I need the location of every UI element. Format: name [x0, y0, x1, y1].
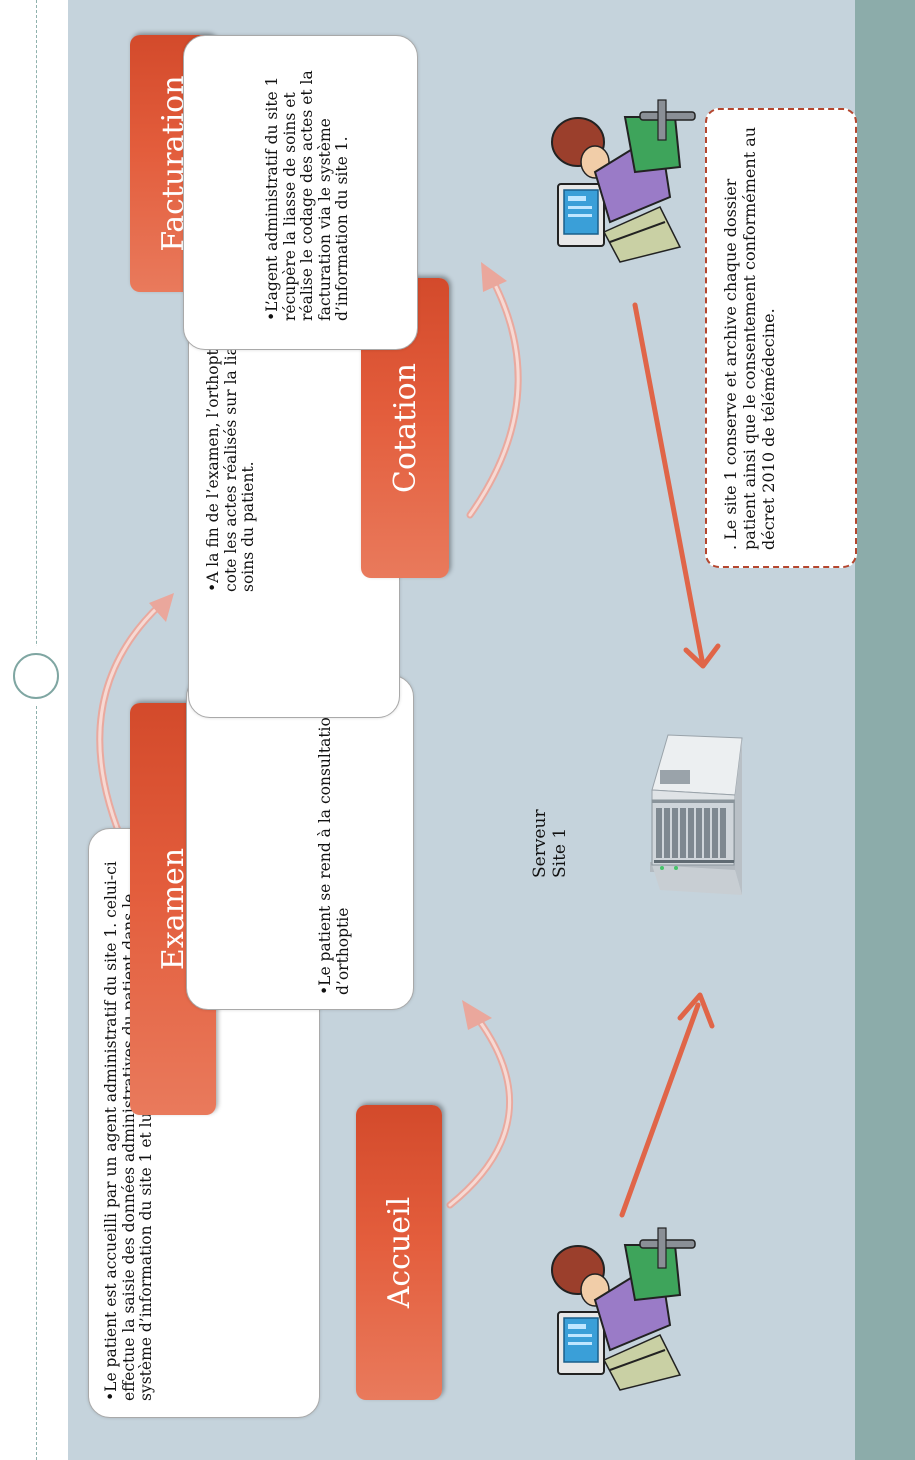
step-card-facturation: L’agent administratif du site 1 récupère… — [183, 35, 418, 350]
step-title-accueil: Accueil — [356, 1105, 442, 1400]
server-label-line2: Site 1 — [550, 827, 570, 878]
step-facturation: Facturation L’agent administratif du sit… — [130, 35, 418, 350]
server-label-line1: Serveur — [530, 809, 550, 878]
server-label: Serveur Site 1 — [530, 748, 580, 878]
step-card-examen: Le patient se rend à la consultation d’o… — [186, 675, 414, 1010]
step-text-examen: Le patient se rend à la consultation d’o… — [316, 707, 352, 995]
decorative-circle — [6, 646, 66, 706]
left-margin — [0, 0, 68, 1460]
step-examen: Examen Le patient se rend à la consultat… — [130, 675, 414, 1115]
right-band — [855, 0, 915, 1460]
archive-note: . Le site 1 conserve et archive chaque d… — [705, 108, 857, 568]
step-text-facturation: L’agent administratif du site 1 récupère… — [263, 70, 351, 321]
archive-note-text: . Le site 1 conserve et archive chaque d… — [721, 126, 778, 550]
dashed-divider — [36, 0, 37, 1460]
